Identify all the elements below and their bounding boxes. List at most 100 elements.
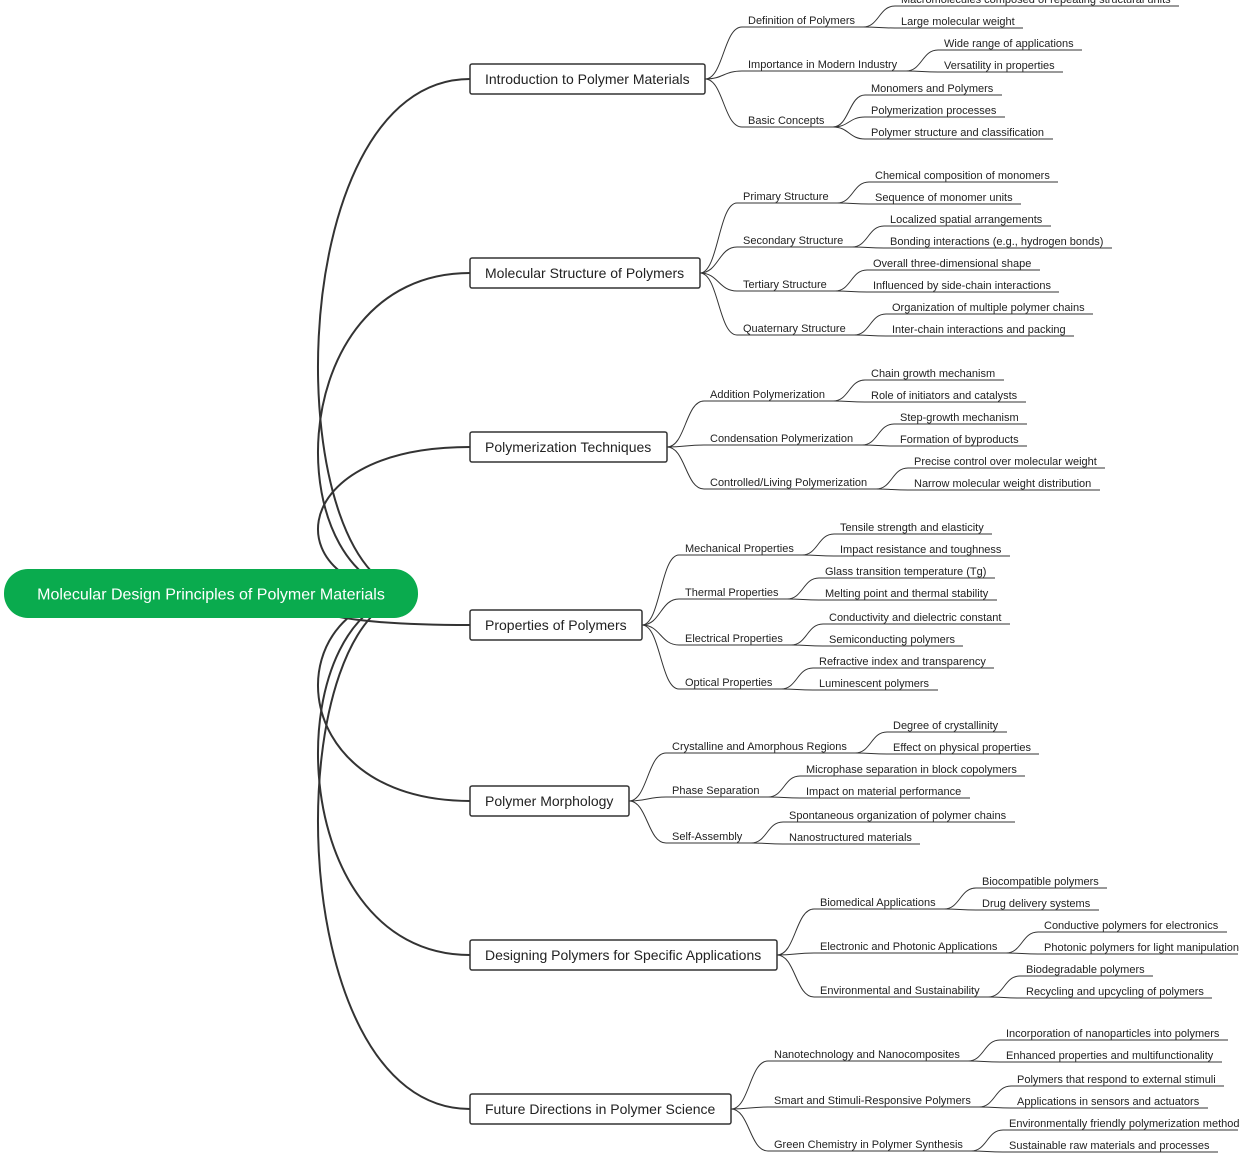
leaf-label: Overall three-dimensional shape (873, 258, 1031, 270)
leaf-label: Sequence of monomer units (875, 192, 1013, 204)
leaf-label: Melting point and thermal stability (825, 588, 989, 600)
leaf-connector (862, 26, 896, 29)
leaf-label: Biocompatible polymers (982, 876, 1099, 888)
subtopic-label: Crystalline and Amorphous Regions (672, 741, 847, 753)
leaf-label: Large molecular weight (901, 16, 1015, 28)
leaf-label: Formation of byproducts (900, 434, 1019, 446)
root-connector (317, 593, 471, 956)
subtopic-label: Mechanical Properties (685, 543, 794, 555)
leaf-label: Influenced by side-chain interactions (873, 280, 1051, 292)
sub-connector (628, 752, 667, 802)
subtopic-label: Addition Polymerization (710, 389, 825, 401)
leaf-connector (832, 94, 866, 128)
leaf-connector (861, 444, 895, 447)
leaf-connector (851, 246, 885, 249)
sub-connector (699, 246, 738, 274)
leaf-label: Macromolecules composed of repeating str… (901, 0, 1171, 6)
leaf-connector (767, 775, 801, 798)
sub-connector (699, 202, 738, 274)
root-connector (316, 272, 471, 595)
subtopic-label: Optical Properties (685, 677, 773, 689)
leaf-connector (978, 1085, 1012, 1108)
leaf-label: Polymers that respond to external stimul… (1017, 1074, 1216, 1086)
subtopic-label: Tertiary Structure (743, 279, 827, 291)
leaf-label: Environmentally friendly polymerization … (1009, 1118, 1240, 1130)
leaf-label: Recycling and upcycling of polymers (1026, 986, 1204, 998)
leaf-label: Bonding interactions (e.g., hydrogen bon… (890, 236, 1103, 248)
leaf-connector (853, 313, 887, 336)
leaf-connector (1005, 931, 1039, 954)
sub-connector (776, 908, 815, 956)
leaf-connector (780, 688, 814, 691)
leaf-label: Refractive index and transparency (819, 656, 986, 668)
root-connector (317, 593, 471, 1110)
leaf-connector (905, 49, 939, 72)
leaf-connector (851, 225, 885, 248)
subtopic-label: Environmental and Sustainability (820, 985, 980, 997)
leaf-label: Impact resistance and toughness (840, 544, 1002, 556)
subtopic-label: Smart and Stimuli-Responsive Polymers (774, 1095, 971, 1107)
branch-node-label: Properties of Polymers (485, 617, 627, 633)
branch-node[interactable] (469, 257, 701, 289)
sub-connector (666, 446, 705, 490)
branch-node[interactable] (469, 609, 643, 641)
leaf-connector (801, 533, 835, 556)
leaf-connector (853, 334, 887, 337)
sub-connector (628, 800, 667, 844)
subtopic-label: Condensation Polymerization (710, 433, 853, 445)
subtopic-label: Nanotechnology and Nanocomposites (774, 1049, 960, 1061)
leaf-connector (786, 577, 820, 600)
leaf-connector (970, 1129, 1004, 1152)
leaf-label: Precise control over molecular weight (914, 456, 1097, 468)
leaf-connector (767, 796, 801, 799)
leaf-label: Tensile strength and elasticity (840, 522, 984, 534)
leaf-connector (836, 202, 870, 205)
leaf-label: Versatility in properties (944, 60, 1055, 72)
subtopic-label: Controlled/Living Polymerization (710, 477, 867, 489)
subtopic-label: Quaternary Structure (743, 323, 846, 335)
subtopic-label: Electrical Properties (685, 633, 783, 645)
leaf-label: Effect on physical properties (893, 742, 1031, 754)
subtopic-label: Self-Assembly (672, 831, 743, 843)
sub-connector (776, 954, 815, 998)
leaf-connector (905, 70, 939, 73)
leaf-label: Role of initiators and catalysts (871, 390, 1018, 402)
sub-connector (776, 952, 815, 956)
root-connector (317, 78, 471, 595)
subtopic-label: Secondary Structure (743, 235, 843, 247)
sub-connector (641, 554, 680, 626)
leaf-connector (943, 887, 977, 910)
sub-connector (628, 796, 667, 802)
branch-node[interactable] (469, 63, 706, 95)
leaf-label: Polymerization processes (871, 105, 997, 117)
leaf-connector (970, 1150, 1004, 1153)
branch-node[interactable] (469, 431, 668, 463)
root-node[interactable] (4, 569, 418, 618)
branch-node[interactable] (469, 785, 630, 817)
leaf-connector (832, 379, 866, 402)
sub-connector (641, 598, 680, 626)
sub-connector (730, 1060, 769, 1110)
leaf-connector (832, 116, 866, 128)
sub-connector (641, 624, 680, 646)
leaf-label: Wide range of applications (944, 38, 1074, 50)
leaf-connector (854, 731, 888, 754)
branch-node-label: Introduction to Polymer Materials (485, 71, 690, 87)
leaf-label: Spontaneous organization of polymer chai… (789, 810, 1007, 822)
branch-node[interactable] (469, 1093, 732, 1125)
leaf-connector (875, 467, 909, 490)
branch-node-label: Designing Polymers for Specific Applicat… (485, 947, 761, 963)
leaf-label: Photonic polymers for light manipulation (1044, 942, 1239, 954)
leaf-label: Applications in sensors and actuators (1017, 1096, 1200, 1108)
leaf-connector (786, 598, 820, 601)
leaf-label: Incorporation of nanoparticles into poly… (1006, 1028, 1220, 1040)
leaf-connector (987, 975, 1021, 998)
subtopic-label: Biomedical Applications (820, 897, 936, 909)
leaf-label: Nanostructured materials (789, 832, 912, 844)
sub-connector (666, 444, 705, 448)
leaf-connector (836, 181, 870, 204)
branch-node[interactable] (469, 939, 778, 971)
leaf-label: Inter-chain interactions and packing (892, 324, 1066, 336)
sub-connector (704, 70, 743, 80)
